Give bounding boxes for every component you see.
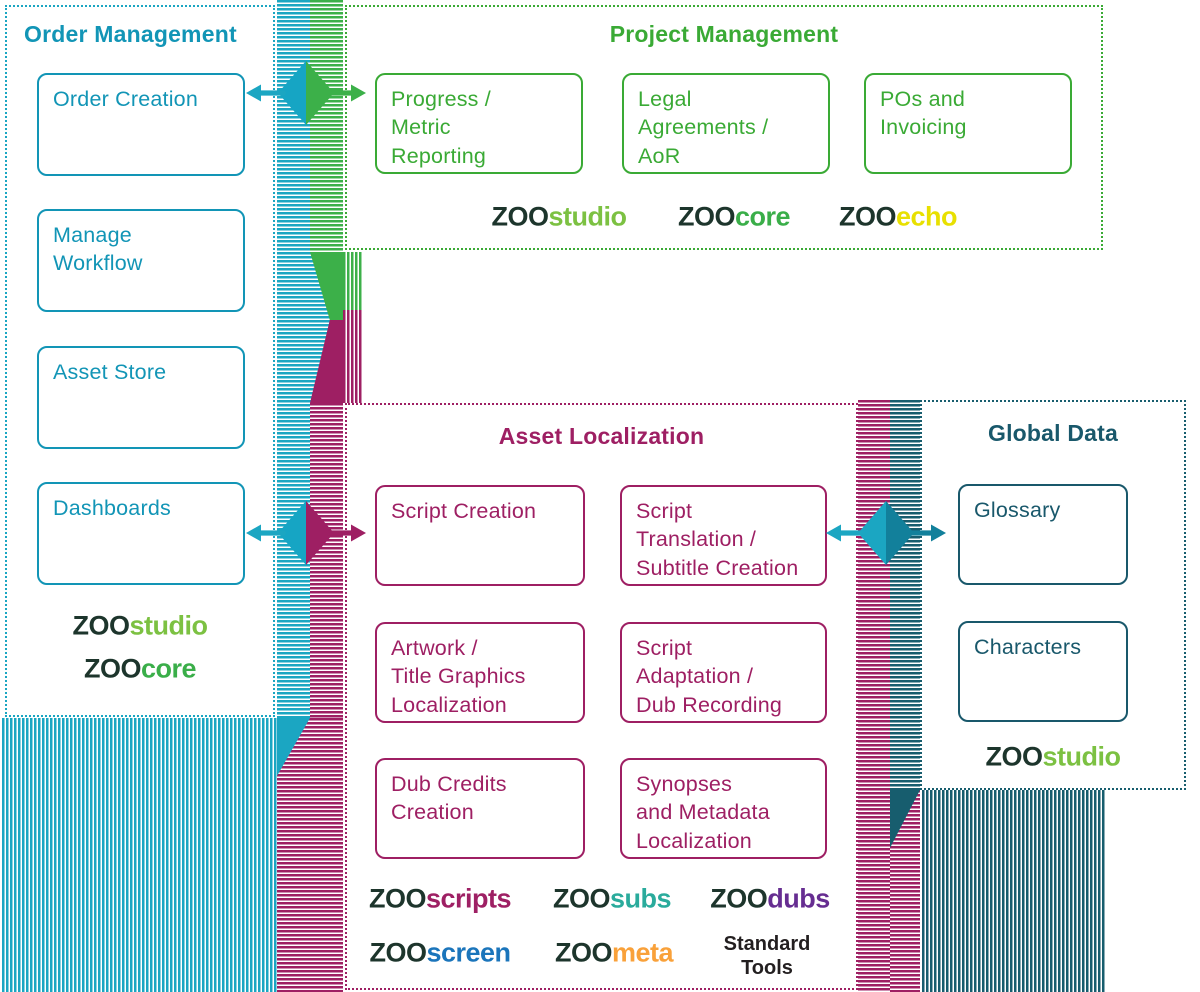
- right-arrow-icon: [326, 84, 366, 102]
- pos-and-invoicing-box: POs and Invoicing: [864, 73, 1072, 174]
- project-management-title: Project Management: [609, 21, 839, 47]
- zooscripts-logo: ZOOscripts: [368, 883, 512, 915]
- zoo-prefix: ZOO: [838, 201, 897, 232]
- zoostudio-logo: ZOOstudio: [491, 201, 628, 233]
- project-management-panel: Project Management Progress / Metric Rep…: [345, 5, 1103, 250]
- legal-agreements-aor-box: Legal Agreements / AoR: [622, 73, 830, 174]
- zoo-suffix: echo: [895, 201, 958, 232]
- zoo-prefix: ZOO: [491, 201, 550, 232]
- zoo-prefix: ZOO: [72, 610, 131, 641]
- left-arrow-icon: [246, 84, 286, 102]
- zoo-prefix: ZOO: [677, 201, 736, 232]
- left-arrow-icon: [826, 524, 866, 542]
- zooecho-logo: ZOOecho: [838, 201, 958, 233]
- zoo-suffix: subs: [609, 883, 672, 914]
- zoo-suffix: dubs: [767, 883, 830, 914]
- dashboards-box: Dashboards: [37, 482, 245, 585]
- ribbon-magenta-horizontal-stripes: [310, 403, 343, 718]
- zoo-prefix: ZOO: [368, 883, 427, 914]
- zoo-suffix: scripts: [425, 883, 512, 914]
- asset-store-box: Asset Store: [37, 346, 245, 449]
- global-data-title: Global Data: [987, 420, 1118, 446]
- script-translation-box: Script Translation / Subtitle Creation: [620, 485, 827, 586]
- order-management-title: Order Management: [24, 21, 237, 47]
- bottom-left-magenta-stripes: [277, 718, 343, 992]
- zoo-suffix: studio: [129, 610, 209, 641]
- ribbon-magenta-right-stripes: [858, 400, 890, 992]
- zooscreen-logo: ZOOscreen: [369, 937, 511, 969]
- script-creation-box: Script Creation: [375, 485, 585, 586]
- zoo-prefix: ZOO: [552, 883, 611, 914]
- zoocore-logo: ZOOcore: [677, 201, 791, 233]
- manage-workflow-box: Manage Workflow: [37, 209, 245, 312]
- zoosubs-logo: ZOOsubs: [552, 883, 672, 915]
- zoo-suffix: studio: [1042, 741, 1122, 772]
- zoo-prefix: ZOO: [369, 937, 427, 968]
- bottom-right-darkteal-vertical-stripes: [922, 790, 1105, 992]
- zoo-prefix: ZOO: [554, 937, 613, 968]
- synopses-metadata-box: Synopses and Metadata Localization: [620, 758, 827, 859]
- ribbon-darkteal-horizontal-stripes: [890, 400, 920, 790]
- order-management-panel: Order Management Order Creation Manage W…: [5, 5, 275, 717]
- zoo-suffix: meta: [611, 937, 674, 968]
- glossary-box: Glossary: [958, 484, 1128, 585]
- zoo-suffix: studio: [548, 201, 628, 232]
- bottom-left-teal-vertical-stripes: [2, 718, 277, 992]
- zoo-prefix: ZOO: [83, 653, 142, 684]
- zoodubs-logo: ZOOdubs: [710, 884, 830, 915]
- zoostudio-logo: ZOOstudio: [985, 741, 1122, 773]
- order-creation-box: Order Creation: [37, 73, 245, 176]
- ribbon-green-horizontal-stripes: [310, 0, 343, 252]
- asset-localization-title: Asset Localization: [498, 423, 705, 449]
- zoo-suffix: core: [140, 653, 197, 684]
- zoometa-logo: ZOOmeta: [554, 937, 674, 969]
- characters-box: Characters: [958, 621, 1128, 722]
- zoo-suffix: core: [734, 201, 791, 232]
- asset-localization-panel: Asset Localization Script Creation Scrip…: [345, 403, 858, 990]
- connector-magenta-vertical-stripes: [343, 310, 363, 403]
- zoo-prefix: ZOO: [710, 883, 768, 914]
- script-adaptation-box: Script Adaptation / Dub Recording: [620, 622, 827, 723]
- global-data-panel: Global Data Glossary Characters ZOOstudi…: [920, 400, 1186, 790]
- right-arrow-icon: [326, 524, 366, 542]
- artwork-title-graphics-box: Artwork / Title Graphics Localization: [375, 622, 585, 723]
- zoocore-logo: ZOOcore: [83, 653, 197, 685]
- zoo-prefix: ZOO: [985, 741, 1044, 772]
- standard-tools-label: Standard Tools: [723, 933, 811, 979]
- progress-metric-reporting-box: Progress / Metric Reporting: [375, 73, 583, 174]
- right-arrow-icon: [906, 524, 946, 542]
- dub-credits-creation-box: Dub Credits Creation: [375, 758, 585, 859]
- connector-green-vertical-stripes: [343, 252, 363, 310]
- zoostudio-logo: ZOOstudio: [72, 610, 209, 642]
- zoo-suffix: screen: [426, 937, 511, 968]
- left-arrow-icon: [246, 524, 286, 542]
